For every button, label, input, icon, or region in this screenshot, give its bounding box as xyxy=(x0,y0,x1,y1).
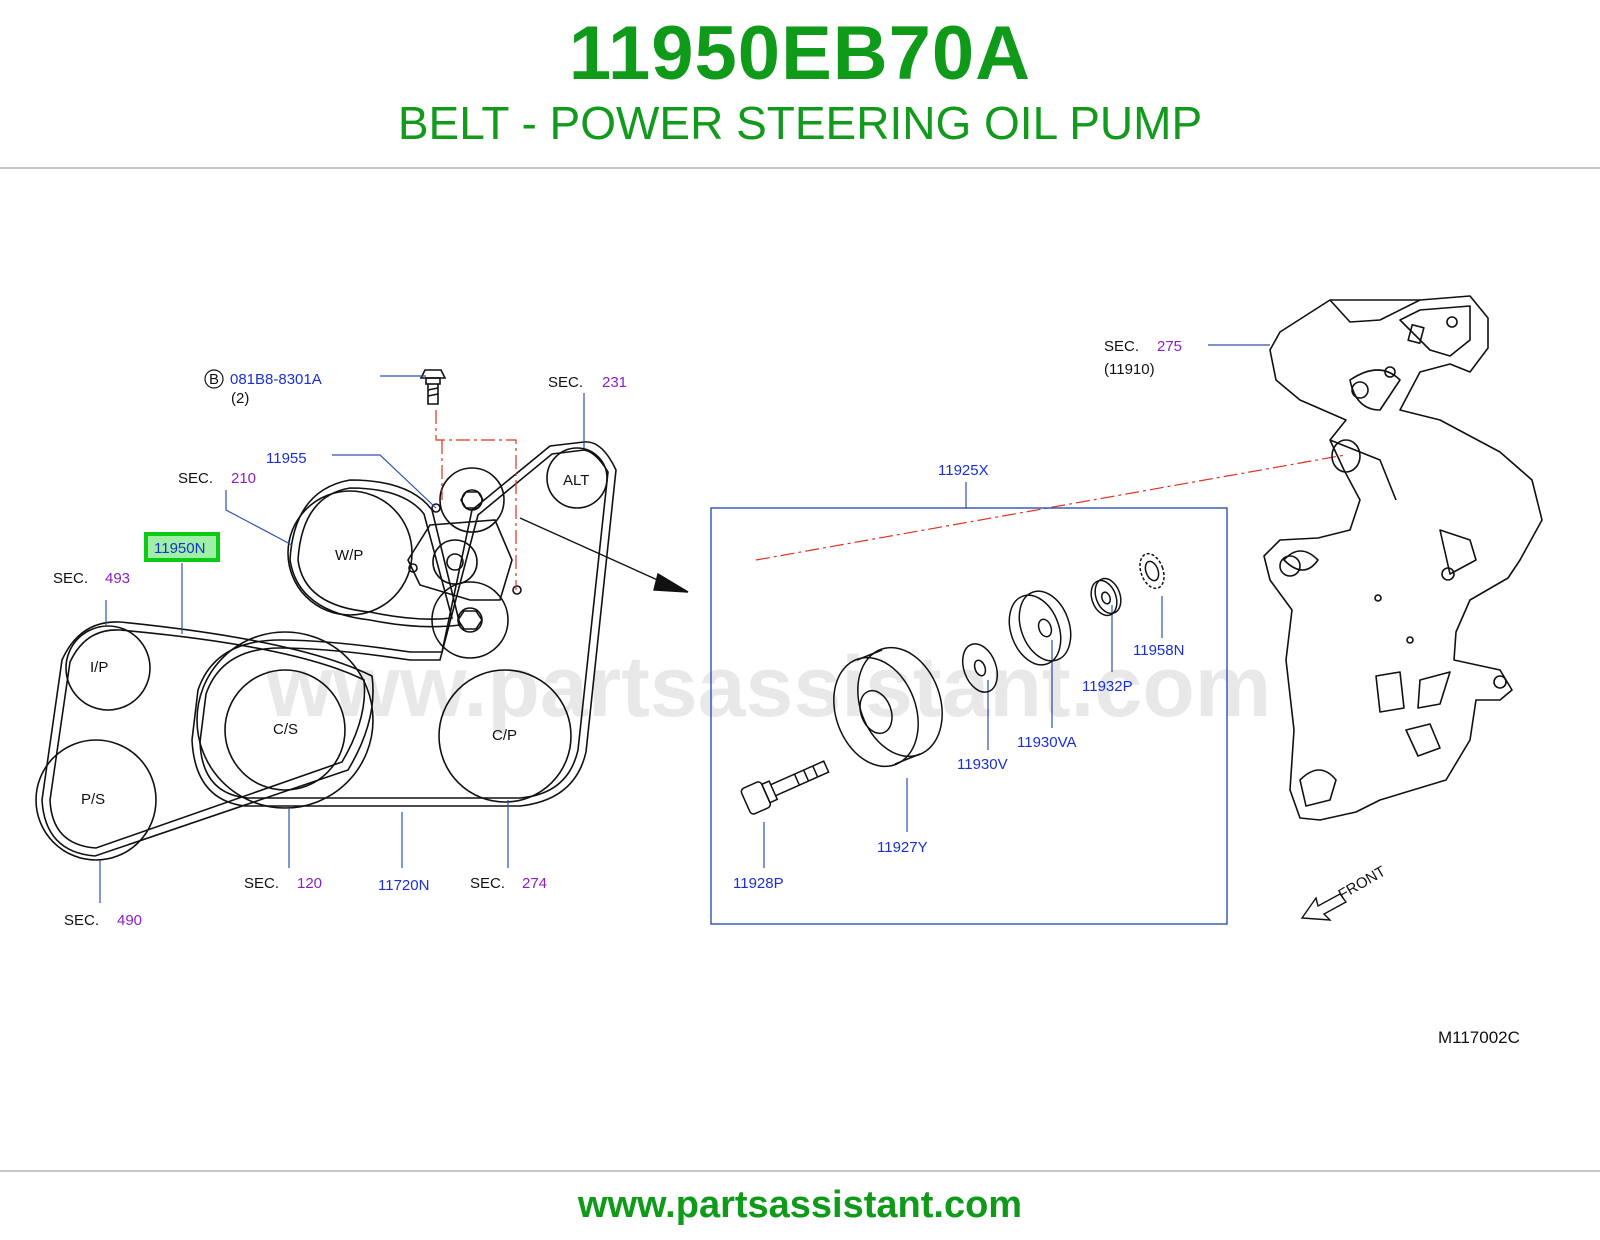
cs-pulley-outer xyxy=(196,631,374,809)
sec-label-231: SEC. xyxy=(548,374,583,391)
sec-120-link[interactable]: 120 xyxy=(297,875,322,892)
diagram-code: M117002C xyxy=(1438,1028,1520,1047)
tensioner-pulley-low xyxy=(431,581,509,659)
cp-pulley xyxy=(438,669,572,803)
sec-275-link[interactable]: 275 xyxy=(1157,338,1182,355)
part-11928P-link[interactable]: 11928P xyxy=(733,875,784,892)
engine-bracket-drawing xyxy=(1263,295,1543,821)
part-name-subtitle: BELT - POWER STEERING OIL PUMP xyxy=(397,97,1203,149)
sec-493-link[interactable]: 493 xyxy=(105,570,130,587)
part-11950N-link[interactable]: 11950N xyxy=(154,540,205,557)
part-11955-link[interactable]: 11955 xyxy=(266,450,307,467)
wp-label: W/P xyxy=(335,547,363,564)
part-11932P-link[interactable]: 11932P xyxy=(1082,678,1133,695)
footer-url-link[interactable]: www.partsassistant.com xyxy=(577,1184,1023,1226)
belt-drive-drawing xyxy=(35,369,617,861)
ip-label: I/P xyxy=(90,659,108,676)
sec-label-274: SEC. xyxy=(470,875,505,892)
sec-231-link[interactable]: 231 xyxy=(602,374,627,391)
spacer-11930VA xyxy=(1008,590,1072,666)
ip-pulley xyxy=(65,625,151,711)
part-11927Y-link[interactable]: 11927Y xyxy=(877,839,928,856)
sec-label-120: SEC. xyxy=(244,875,279,892)
part-11720N-link[interactable]: 11720N xyxy=(378,877,429,894)
front-arrow xyxy=(1300,893,1348,921)
sec-275-sub: (11910) xyxy=(1104,361,1155,378)
cp-label: C/P xyxy=(492,727,517,744)
sec-label-210: SEC. xyxy=(178,470,213,487)
idler-detail-drawing xyxy=(740,552,1165,815)
cs-label: C/S xyxy=(273,721,298,738)
lock-washer-11958N xyxy=(1139,552,1165,590)
idler-pulley-top xyxy=(439,467,505,533)
main-belt-11720N xyxy=(191,441,617,807)
washer-11932P xyxy=(1090,577,1122,617)
sec-274-link[interactable]: 274 xyxy=(522,875,547,892)
detail-arrow xyxy=(519,517,689,593)
part-11930V-link[interactable]: 11930V xyxy=(957,756,1008,773)
header-divider xyxy=(0,167,1600,169)
part-11958N-link[interactable]: 11958N xyxy=(1133,642,1184,659)
ps-label: P/S xyxy=(81,791,105,808)
watermark-text: www.partsassistant.com xyxy=(265,639,1271,735)
bolt-part-081B8-8301A[interactable]: 081B8-8301A xyxy=(230,371,322,388)
detail-box-11925X xyxy=(710,507,1228,925)
bolt-qty: (2) xyxy=(231,390,249,407)
tensioner-pulley-mid xyxy=(432,539,478,585)
cs-pulley xyxy=(224,669,346,791)
footer-divider xyxy=(0,1170,1600,1172)
sec-210-link[interactable]: 210 xyxy=(231,470,256,487)
sec-label-275: SEC. xyxy=(1104,338,1139,355)
page-header: 11950EB70A BELT - POWER STEERING OIL PUM… xyxy=(0,0,1600,170)
ps-pulley xyxy=(35,739,157,861)
bolt-081B8-8301A xyxy=(419,369,447,405)
alt-label: ALT xyxy=(563,472,589,489)
tensioner-body xyxy=(407,519,513,601)
sec-label-490: SEC. xyxy=(64,912,99,929)
bolt-ref-circle xyxy=(204,369,224,389)
bolt-ref-letter: B xyxy=(209,371,219,388)
part-11925X-link[interactable]: 11925X xyxy=(938,462,989,479)
sec-label-493: SEC. xyxy=(53,570,88,587)
highlight-box-11950N xyxy=(144,532,220,562)
front-label: FRONT xyxy=(1336,863,1389,904)
part-11930VA-link[interactable]: 11930VA xyxy=(1017,734,1077,751)
bolt-11928P xyxy=(740,760,830,815)
belt-11950N xyxy=(41,621,374,857)
part-number-title: 11950EB70A xyxy=(568,11,1032,96)
washer-11930V xyxy=(961,643,999,693)
alt-pulley xyxy=(546,447,608,509)
idler-pulley-11927Y xyxy=(833,646,943,768)
sec-490-link[interactable]: 490 xyxy=(117,912,142,929)
